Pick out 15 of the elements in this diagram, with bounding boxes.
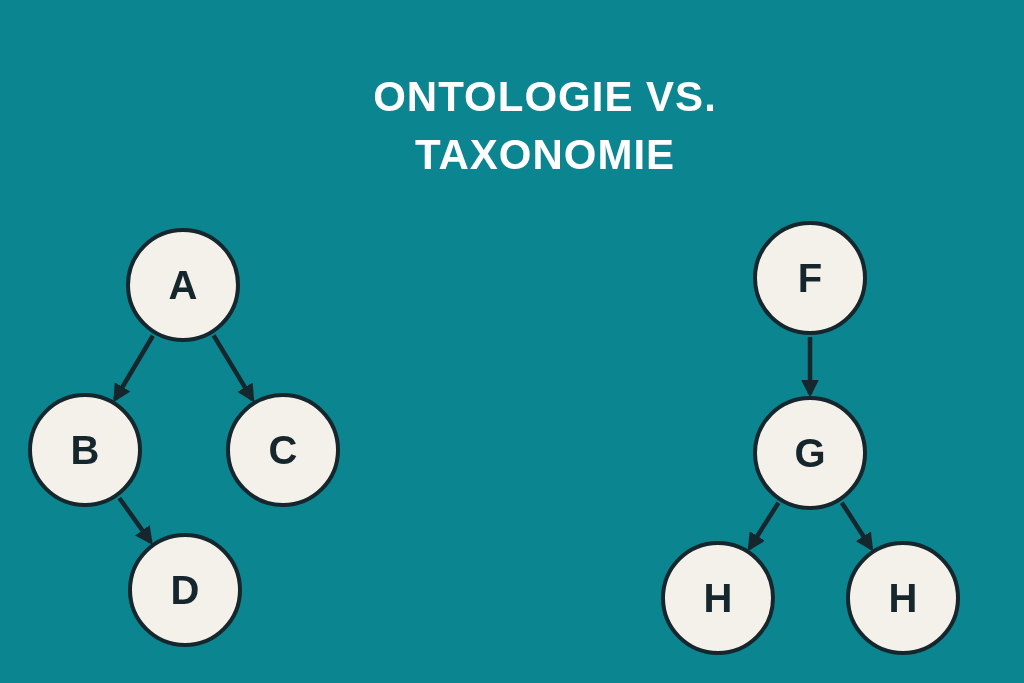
arrow (747, 501, 781, 552)
arrow (117, 496, 153, 545)
node-label: H (888, 575, 918, 621)
arrow (113, 334, 155, 403)
node-label: B (70, 427, 100, 473)
arrow (839, 501, 874, 552)
node-label: A (168, 262, 198, 308)
title: ONTOLOGIE VS. TAXONOMIE (372, 72, 718, 180)
node-label: C (268, 427, 298, 473)
node-label: D (170, 567, 200, 613)
arrow (801, 337, 819, 398)
node-label: F (797, 255, 823, 301)
node-label: G (794, 430, 826, 476)
arrow (211, 334, 255, 403)
node-label: H (703, 575, 733, 621)
